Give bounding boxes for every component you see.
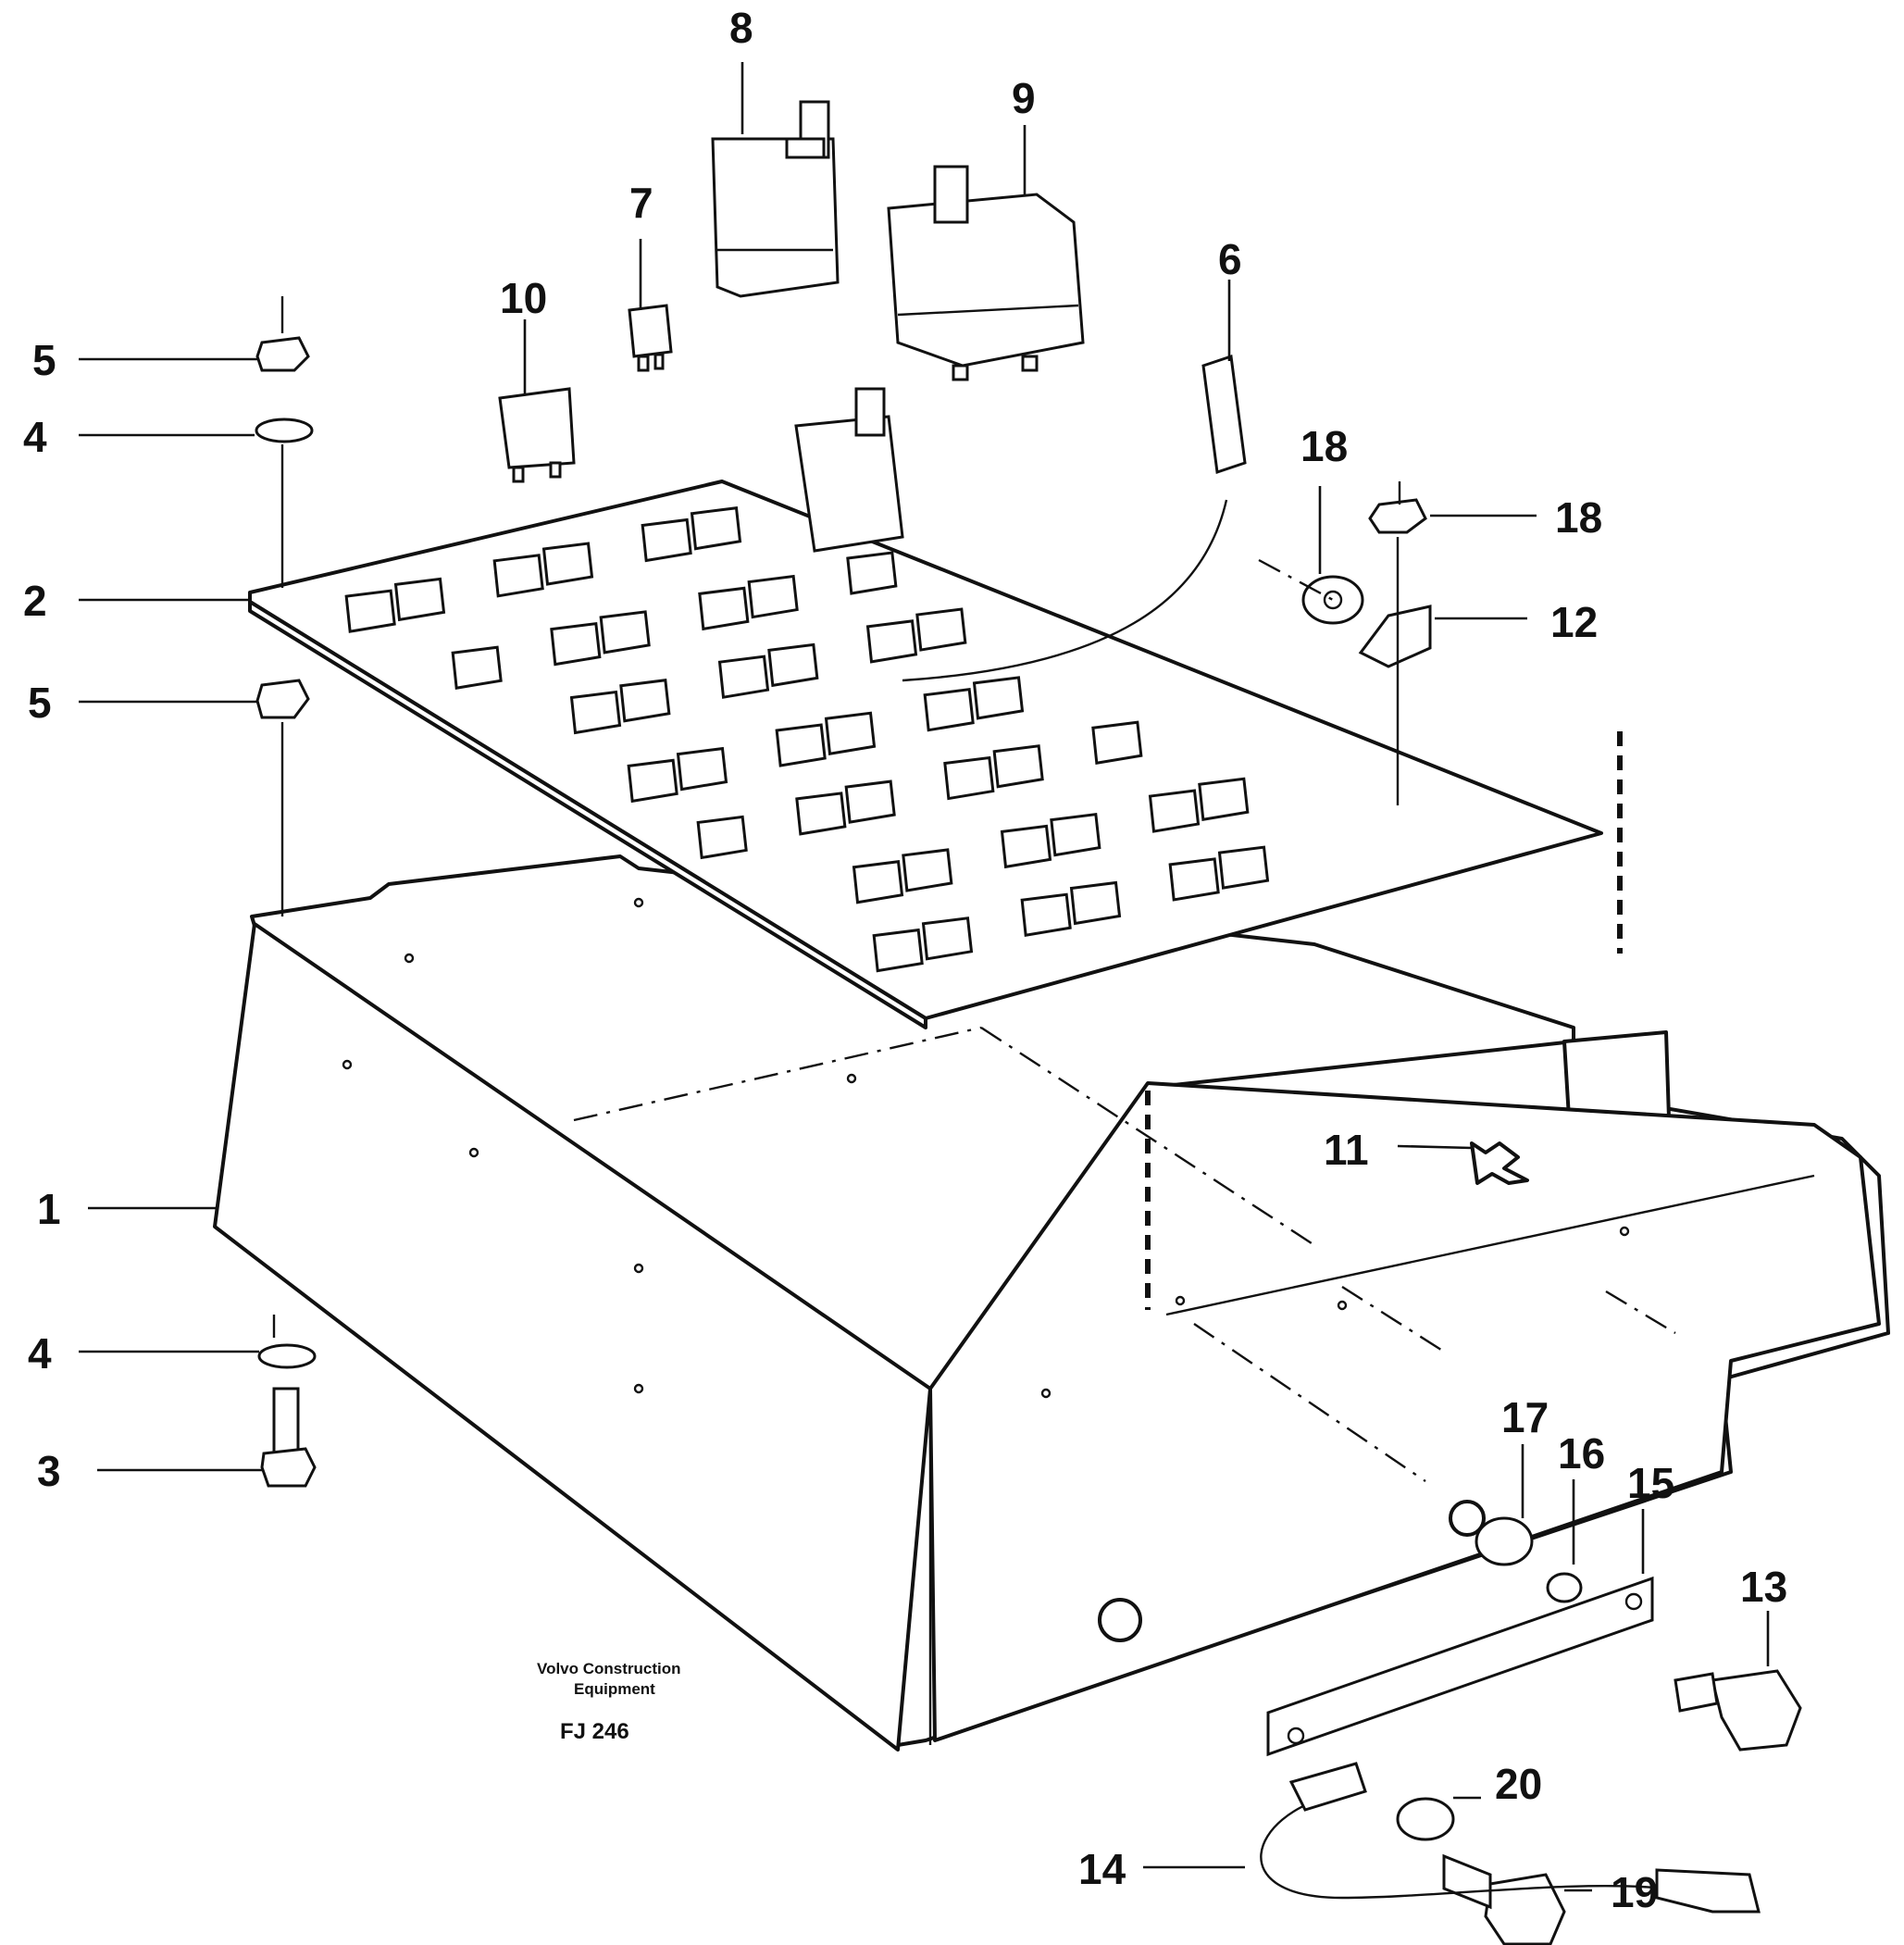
relay-socket [1020,892,1072,937]
relay-socket [1217,845,1270,890]
relay-socket [921,916,974,961]
relay-socket [872,928,924,973]
relay-socket [541,542,594,586]
relay-socket [698,586,750,631]
relay-socket [1198,777,1250,822]
relay-socket [344,589,396,633]
relay-9 [887,165,1085,381]
relay-socket [1000,824,1052,869]
relay-on-board [794,387,904,553]
relay-socket [747,574,799,619]
credit-line-2: Equipment [574,1680,655,1698]
relay-socket [795,792,847,836]
relay-socket [393,577,446,622]
callout-14: 14 [1078,1845,1126,1893]
callout-labels: 5 4 2 5 1 4 3 6 7 8 9 10 11 12 13 14 15 … [23,4,1787,1916]
callout-19: 19 [1611,1868,1658,1916]
relay-socket [569,690,622,735]
callout-5-lower: 5 [28,679,52,727]
relay-socket [492,554,544,598]
leader-lines [79,62,1770,1892]
relay-socket [865,619,918,664]
callout-6: 6 [1218,235,1242,283]
ground-assembly [1260,1516,1802,1945]
relay-socket [1168,857,1220,902]
relay-socket [451,645,503,690]
relay-socket [923,688,975,732]
callout-7: 7 [629,179,653,227]
relay-socket [690,506,742,551]
fuse-puller-6 [902,355,1247,682]
circuit-board [248,480,1603,1029]
relay-socket [717,655,770,699]
figure-reference: FJ 246 [560,1719,629,1744]
callout-12: 12 [1550,598,1598,646]
callout-5-upper: 5 [32,336,56,384]
callout-18-right: 18 [1555,493,1602,542]
relay-socket [775,723,827,767]
callout-17: 17 [1501,1393,1549,1441]
callout-11: 11 [1324,1126,1369,1174]
fastener-stack-left [255,296,317,1488]
callout-4-lower: 4 [28,1329,52,1378]
callout-3: 3 [37,1447,61,1495]
callout-18-upper: 18 [1300,422,1348,470]
relay-socket [641,517,692,563]
credit-block: Volvo Construction Equipment FJ 246 [537,1660,681,1744]
relay-socket [824,711,877,755]
box-housing [213,731,1890,1752]
relay-socket [972,676,1025,720]
relay-socket [619,679,671,723]
relay-8 [711,100,840,298]
credit-line-1: Volvo Construction [537,1660,681,1677]
relay-socket [767,642,819,688]
fuse-7 [628,304,673,372]
callout-4-upper: 4 [23,413,47,461]
relay-socket [852,860,904,904]
relay-socket [627,758,678,804]
relay-socket [844,779,896,824]
callout-9: 9 [1012,74,1036,122]
relay-socket [943,755,995,801]
relay-socket [1091,720,1143,765]
relay-socket [1069,880,1122,926]
callout-1: 1 [37,1185,61,1233]
callout-15: 15 [1627,1459,1674,1507]
relay-10 [498,387,576,483]
fastener-stack-right [1258,481,1432,805]
callout-13: 13 [1740,1563,1787,1611]
relay-socket [676,746,728,792]
relay-socket [915,607,967,652]
relay-socket [696,815,748,860]
callout-2: 2 [23,577,47,625]
relay-socket [902,848,953,892]
relay-socket [1050,812,1101,857]
relay-socket [1148,789,1201,833]
relay-socket [846,551,898,595]
relay-socket [992,744,1044,789]
callout-20: 20 [1495,1760,1542,1808]
callout-8: 8 [729,4,753,52]
callout-10: 10 [500,274,547,322]
relay-socket [599,610,651,655]
relay-socket [550,621,602,667]
callout-16: 16 [1558,1429,1605,1477]
